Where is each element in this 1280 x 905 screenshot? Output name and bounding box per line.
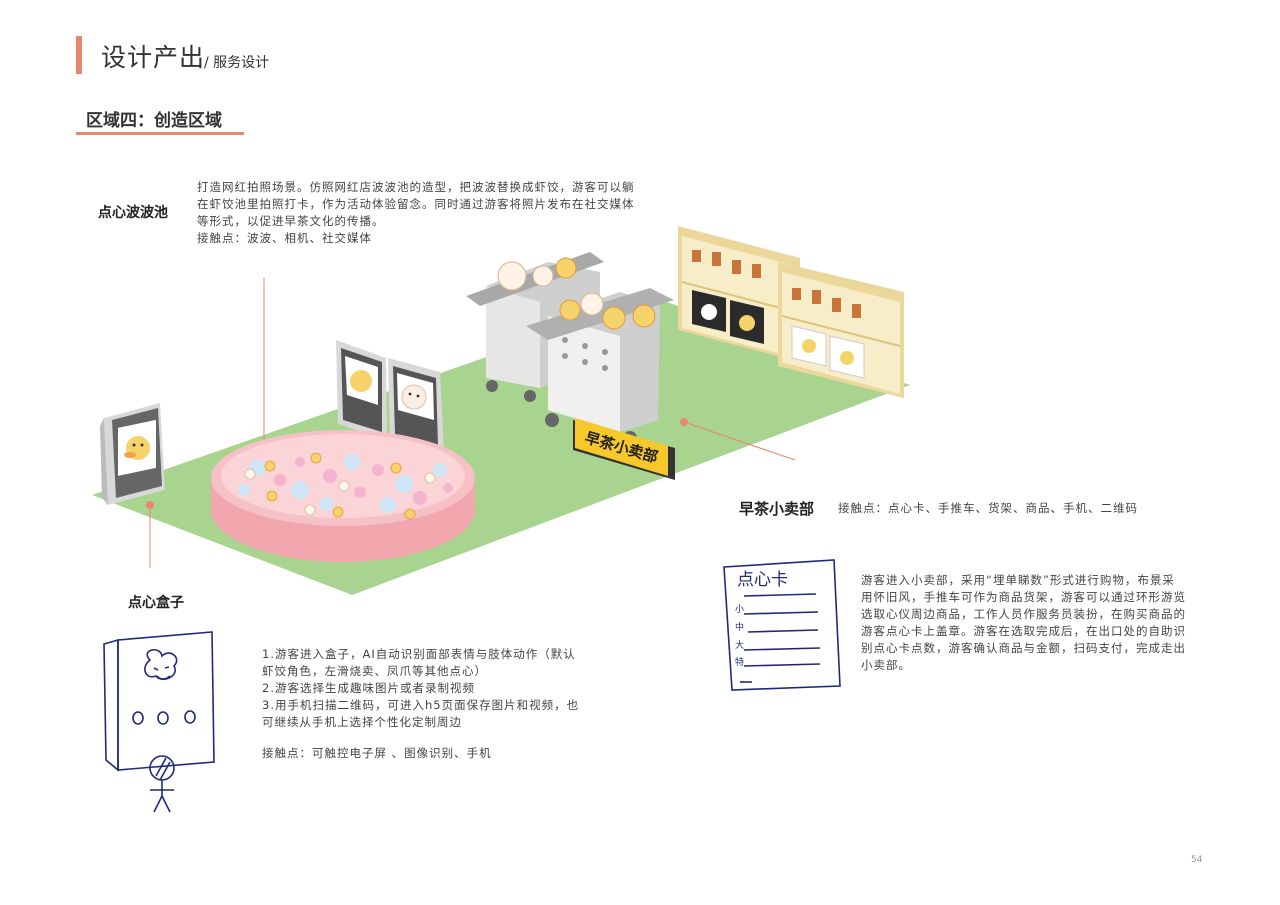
- dim-sum-trolleys: [466, 252, 674, 445]
- snack-box-sketch: [103, 631, 215, 813]
- pool-touchpoints: 接触点：波波、相机、社交媒体: [197, 231, 372, 245]
- shop-description: 游客进入小卖部，采用“埋单睇数”形式进行购物，布景采用怀旧风，手推车可作为商品货…: [861, 573, 1186, 672]
- shop-leader-dot: [680, 418, 688, 426]
- card-mark-small: 小: [735, 604, 744, 615]
- card-mark-special: 特: [735, 656, 744, 668]
- region-title: 区域四：创造区域: [86, 111, 222, 131]
- page-number: 54: [1191, 855, 1203, 865]
- box-leader-dot: [146, 501, 154, 509]
- shop-leader-line: [683, 421, 796, 461]
- page-title: 设计产出: [101, 43, 206, 72]
- page-subtitle: / 服务设计: [204, 55, 270, 71]
- ball-pool: [211, 430, 475, 562]
- snack-card-sketch: [723, 559, 841, 691]
- shop-sign: [573, 418, 675, 480]
- box-label: 点心盒子: [128, 595, 184, 611]
- box-step-1: 1.游客进入盒子，AI自动识别面部表情与肢体动作（默认虾饺角色，左滑烧卖、凤爪等…: [262, 647, 576, 678]
- merch-shelves: [678, 226, 904, 398]
- card-title: 点心卡: [737, 570, 788, 590]
- photo-screens: [336, 340, 444, 452]
- box-step-2: 2.游客选择生成趣味图片或者录制视频: [262, 681, 475, 695]
- region-underline: [76, 132, 244, 135]
- snack-box-kiosk: [100, 403, 165, 505]
- pool-label: 点心波波池: [98, 205, 168, 221]
- card-mark-large: 大: [735, 639, 744, 651]
- shop-touchpoints: 接触点：点心卡、手推车、货架、商品、手机、二维码: [838, 501, 1138, 515]
- box-step-3: 3.用手机扫描二维码，可进入h5页面保存图片和视频，也可继续从手机上选择个性化定…: [262, 698, 580, 729]
- card-mark-medium: 中: [735, 621, 744, 633]
- box-touchpoints: 接触点：可触控电子屏 、图像识别、手机: [262, 746, 492, 760]
- pool-description: 打造网红拍照场景。仿照网红店波波池的造型，把波波替换成虾饺，游客可以躺在虾饺池里…: [197, 180, 635, 228]
- title-accent-bar: [76, 36, 82, 74]
- shop-label: 早茶小卖部: [739, 500, 815, 518]
